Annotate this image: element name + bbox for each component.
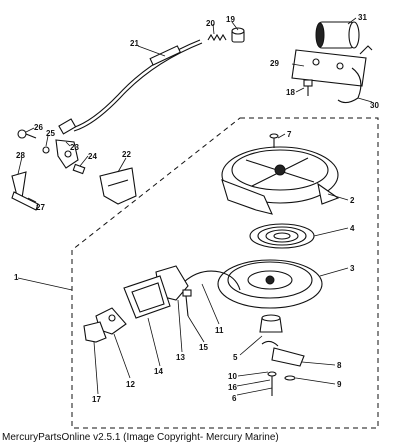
starter-rope xyxy=(183,270,241,291)
callout-19: 19 xyxy=(226,15,235,24)
callout-24: 24 xyxy=(88,152,97,161)
callout-14: 14 xyxy=(154,367,163,376)
solenoid xyxy=(315,21,360,49)
callout-7: 7 xyxy=(287,130,292,139)
callout-16: 16 xyxy=(228,383,237,392)
callout-5: 5 xyxy=(233,353,238,362)
callout-17: 17 xyxy=(92,395,101,404)
handle-assembly xyxy=(83,265,192,343)
callout-18: 18 xyxy=(286,88,295,97)
callout-9: 9 xyxy=(337,380,342,389)
leader-lines xyxy=(17,17,373,396)
housing-screw xyxy=(269,133,279,148)
bracket-screw xyxy=(303,79,313,96)
callout-10: 10 xyxy=(228,372,237,381)
callout-2: 2 xyxy=(350,196,355,205)
rope-pulley xyxy=(217,259,323,309)
callout-6: 6 xyxy=(232,394,237,403)
plunger-spring xyxy=(207,33,227,42)
callout-22: 22 xyxy=(122,150,131,159)
plunger xyxy=(231,27,245,43)
callout-31: 31 xyxy=(358,13,367,22)
callout-3: 3 xyxy=(350,264,355,273)
callout-23: 23 xyxy=(70,143,79,152)
callout-12: 12 xyxy=(126,380,135,389)
exploded-parts-diagram: 1 2 3 4 5 6 7 8 9 10 11 12 13 14 15 16 1… xyxy=(11,13,379,429)
callout-30: 30 xyxy=(370,101,379,110)
callout-4: 4 xyxy=(350,224,355,233)
callout-27: 27 xyxy=(36,203,45,212)
callout-26: 26 xyxy=(34,123,43,132)
pawl-hardware xyxy=(259,314,305,396)
callout-11: 11 xyxy=(215,326,224,335)
solenoid-bracket xyxy=(291,45,373,104)
callout-1: 1 xyxy=(14,273,19,282)
left-hardware xyxy=(11,129,137,211)
callout-28: 28 xyxy=(16,151,25,160)
callout-29: 29 xyxy=(270,59,279,68)
assembly-boundary xyxy=(71,117,379,429)
callout-21: 21 xyxy=(130,39,139,48)
callout-13: 13 xyxy=(176,353,185,362)
copyright-footer: MercuryPartsOnline v2.5.1 (Image Copyrig… xyxy=(2,432,279,443)
callout-25: 25 xyxy=(46,129,55,138)
callout-8: 8 xyxy=(337,361,342,370)
rewind-spring xyxy=(249,223,315,249)
starter-housing xyxy=(221,146,340,215)
callout-15: 15 xyxy=(199,343,208,352)
starter-cable xyxy=(58,39,203,135)
callout-20: 20 xyxy=(206,19,215,28)
